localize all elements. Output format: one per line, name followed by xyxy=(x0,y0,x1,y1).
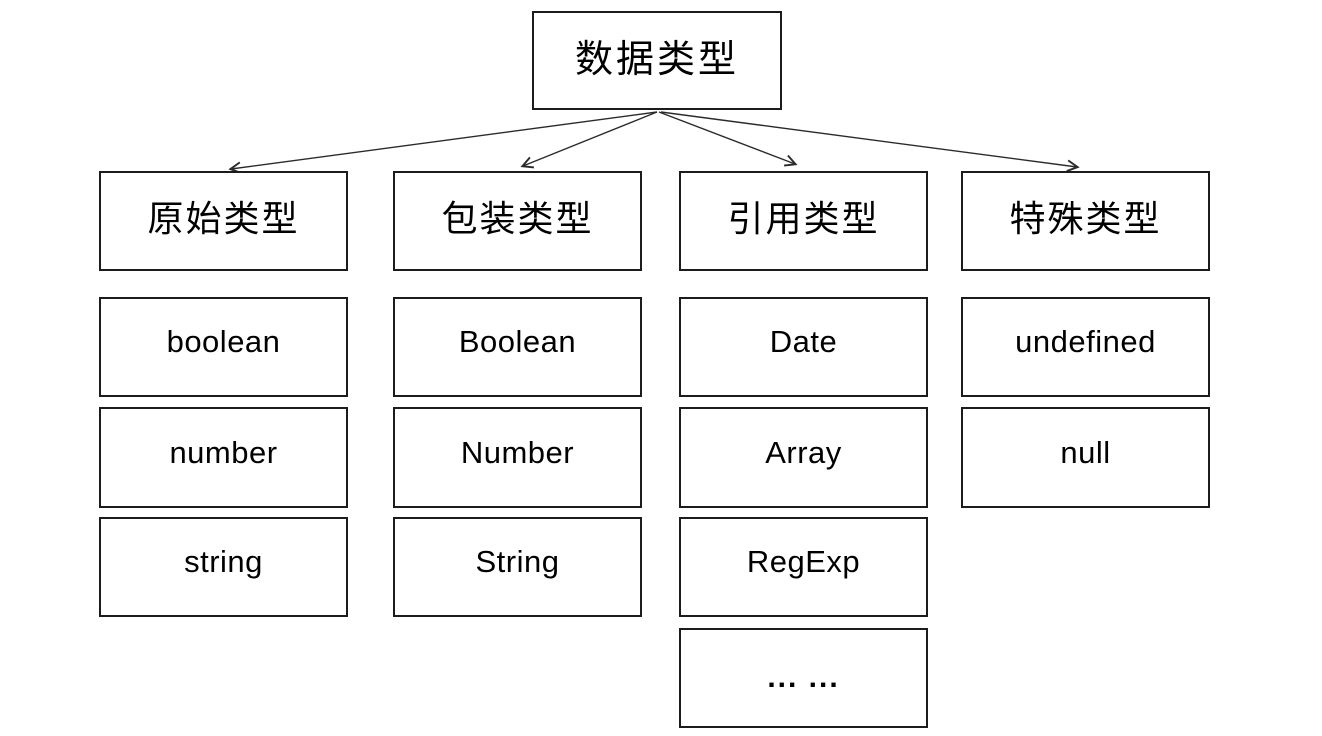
item-label: undefined xyxy=(1015,324,1156,359)
node-item-boolean: boolean xyxy=(99,297,348,397)
node-category-reference: 引用类型 xyxy=(679,171,928,271)
item-label: string xyxy=(184,544,263,579)
node-root-label: 数据类型 xyxy=(574,39,739,81)
node-item-null: null xyxy=(961,407,1210,508)
item-label: Array xyxy=(765,434,842,470)
node-item-String: String xyxy=(393,517,642,617)
item-label: ... ... xyxy=(767,661,840,694)
node-category-wrapper: 包装类型 xyxy=(393,171,642,271)
category-label: 原始类型 xyxy=(147,198,300,239)
node-item-string: string xyxy=(99,517,348,617)
node-item-undefined: undefined xyxy=(961,297,1210,397)
node-item-Array: Array xyxy=(679,407,928,508)
item-label: Date xyxy=(769,324,838,359)
node-category-special: 特殊类型 xyxy=(961,171,1210,271)
category-label: 包装类型 xyxy=(441,198,594,239)
arrow-root-to-special xyxy=(660,111,1080,172)
item-label: String xyxy=(475,544,560,579)
node-root: 数据类型 xyxy=(532,11,782,110)
arrow-root-to-primitive xyxy=(228,111,658,174)
item-label: RegExp xyxy=(746,544,861,579)
item-label: number xyxy=(169,434,278,470)
item-label: Boolean xyxy=(458,324,577,359)
node-item-Date: Date xyxy=(679,297,928,397)
item-label: Number xyxy=(460,434,575,470)
node-item-ellipsis: ... ... xyxy=(679,628,928,728)
item-label: null xyxy=(1060,434,1111,470)
arrow-root-to-reference xyxy=(658,111,798,167)
item-label: boolean xyxy=(166,324,281,359)
arrow-root-to-wrapper xyxy=(520,111,658,169)
node-item-number: number xyxy=(99,407,348,508)
node-item-RegExp: RegExp xyxy=(679,517,928,617)
node-item-Boolean: Boolean xyxy=(393,297,642,397)
category-label: 引用类型 xyxy=(727,198,880,239)
category-label: 特殊类型 xyxy=(1009,198,1162,239)
node-item-Number: Number xyxy=(393,407,642,508)
node-category-primitive: 原始类型 xyxy=(99,171,348,271)
